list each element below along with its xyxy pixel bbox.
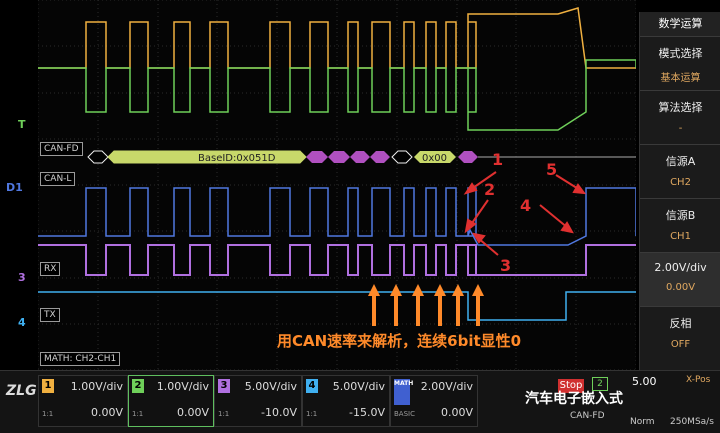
orange-arrow xyxy=(412,284,424,326)
rx-label: RX xyxy=(40,262,61,276)
channel-2-vdiv: 1.00V/div xyxy=(156,380,209,393)
channel-1-number: 1 xyxy=(42,379,54,393)
menu-title: 数学运算 xyxy=(640,12,720,37)
annotation-3: 3 xyxy=(500,256,512,275)
stop-badge[interactable]: Stop xyxy=(558,379,584,393)
watermark-text: 汽车电子嵌入式 xyxy=(525,391,623,407)
trigger-mode: CAN-FD xyxy=(570,411,605,421)
menu-item-value: 0.00V xyxy=(665,282,696,293)
menu-item-label: 反相 xyxy=(669,317,692,330)
channel-1-coupling: 1:1 xyxy=(42,410,54,418)
channel-2-coupling: 1:1 xyxy=(132,410,144,418)
menu-source-a[interactable]: 信源A CH2 xyxy=(640,145,720,199)
waveform-area[interactable]: BaseID:0x051D 0x00 xyxy=(38,0,636,370)
menu-item-label: 2.00V/div xyxy=(654,261,707,274)
ch1-marker: D1 xyxy=(6,181,23,194)
menu-item-label: 算法选择 xyxy=(658,101,703,114)
orange-arrow xyxy=(472,284,484,326)
annotation-caption: 用CAN速率来解析，连续6bit显性0 xyxy=(277,332,522,350)
annotation-5: 5 xyxy=(546,160,558,179)
menu-item-value: - xyxy=(678,123,683,134)
menu-item-value: 基本运算 xyxy=(660,73,701,84)
menu-item-value: OFF xyxy=(670,339,691,350)
channel-3-coupling: 1:1 xyxy=(218,410,230,418)
zlg-logo: ZLG xyxy=(6,383,37,399)
waveform-plot: BaseID:0x051D 0x00 xyxy=(38,0,636,370)
can-l-label: CAN-L xyxy=(40,172,76,186)
ch4-marker: 4 xyxy=(18,316,26,329)
menu-item-value: CH2 xyxy=(670,177,691,188)
menu-item-label: 信源A xyxy=(665,155,696,168)
channel-2-box[interactable]: 2 1.00V/div 0.00V 1:1 xyxy=(128,375,214,427)
decode-data-byte: 0x00 xyxy=(422,153,447,164)
menu-item-value: CH1 xyxy=(670,231,691,242)
status-bar: ZLG 1 1.00V/div 0.00V 1:1 2 1.00V/div 0.… xyxy=(0,370,720,433)
channel-3-box[interactable]: 3 5.00V/div -10.0V 1:1 xyxy=(214,375,302,427)
channel-3-vdiv: 5.00V/div xyxy=(244,380,297,393)
channel-4-vdiv: 5.00V/div xyxy=(332,380,385,393)
orange-arrow xyxy=(434,284,446,326)
channel-4-offset: -15.0V xyxy=(349,406,385,419)
timebase[interactable]: 5.00 xyxy=(632,375,657,388)
menu-scale[interactable]: 2.00V/div 0.00V xyxy=(640,253,720,307)
channel-2-number: 2 xyxy=(132,379,144,393)
orange-arrow xyxy=(368,284,380,326)
acq-mode: Norm xyxy=(630,417,655,427)
annotation-1: 1 xyxy=(492,150,504,169)
math-offset: 0.00V xyxy=(440,406,473,419)
math-menu-panel: 数学运算 模式选择 基本运算 算法选择 - 信源A CH2 信源B CH1 2.… xyxy=(639,12,720,370)
channel-1-box[interactable]: 1 1.00V/div 0.00V 1:1 xyxy=(38,375,128,427)
orange-arrow xyxy=(452,284,464,326)
trigger-marker: T xyxy=(18,118,26,131)
orange-arrow xyxy=(390,284,402,326)
channel-1-offset: 0.00V xyxy=(90,406,123,419)
math-vdiv: 2.00V/div xyxy=(420,380,473,393)
sample-rate: 250MSa/s xyxy=(670,417,714,427)
channel-2-offset: 0.00V xyxy=(176,406,209,419)
menu-invert[interactable]: 反相 OFF xyxy=(640,307,720,360)
annotation-2: 2 xyxy=(484,180,496,199)
menu-source-b[interactable]: 信源B CH1 xyxy=(640,199,720,253)
math-basic-label: BASIC xyxy=(394,410,415,418)
trigger-source: 2 xyxy=(592,377,608,391)
tx-label: TX xyxy=(40,308,60,322)
x-position[interactable]: X-Pos xyxy=(686,375,711,385)
channel-1-vdiv: 1.00V/div xyxy=(70,380,123,393)
channel-4-number: 4 xyxy=(306,379,318,393)
can-fd-label: CAN-FD xyxy=(40,142,83,156)
menu-item-label: 模式选择 xyxy=(658,47,703,60)
channel-4-box[interactable]: 4 5.00V/div -15.0V 1:1 xyxy=(302,375,390,427)
menu-item-label: 信源B xyxy=(665,209,696,222)
ch3-marker: 3 xyxy=(18,271,26,284)
menu-mode-select[interactable]: 模式选择 基本运算 xyxy=(640,37,720,91)
decode-base-id: BaseID:0x051D xyxy=(198,153,276,164)
channel-3-offset: -10.0V xyxy=(261,406,297,419)
math-number: MATH xyxy=(394,379,413,405)
channel-4-coupling: 1:1 xyxy=(306,410,318,418)
menu-algorithm-select[interactable]: 算法选择 - xyxy=(640,91,720,145)
channel-3-number: 3 xyxy=(218,379,230,393)
annotation-4: 4 xyxy=(520,196,532,215)
math-label: MATH: CH2-CH1 xyxy=(40,352,121,366)
math-channel-box[interactable]: MATH 2.00V/div 0.00V BASIC xyxy=(390,375,478,427)
